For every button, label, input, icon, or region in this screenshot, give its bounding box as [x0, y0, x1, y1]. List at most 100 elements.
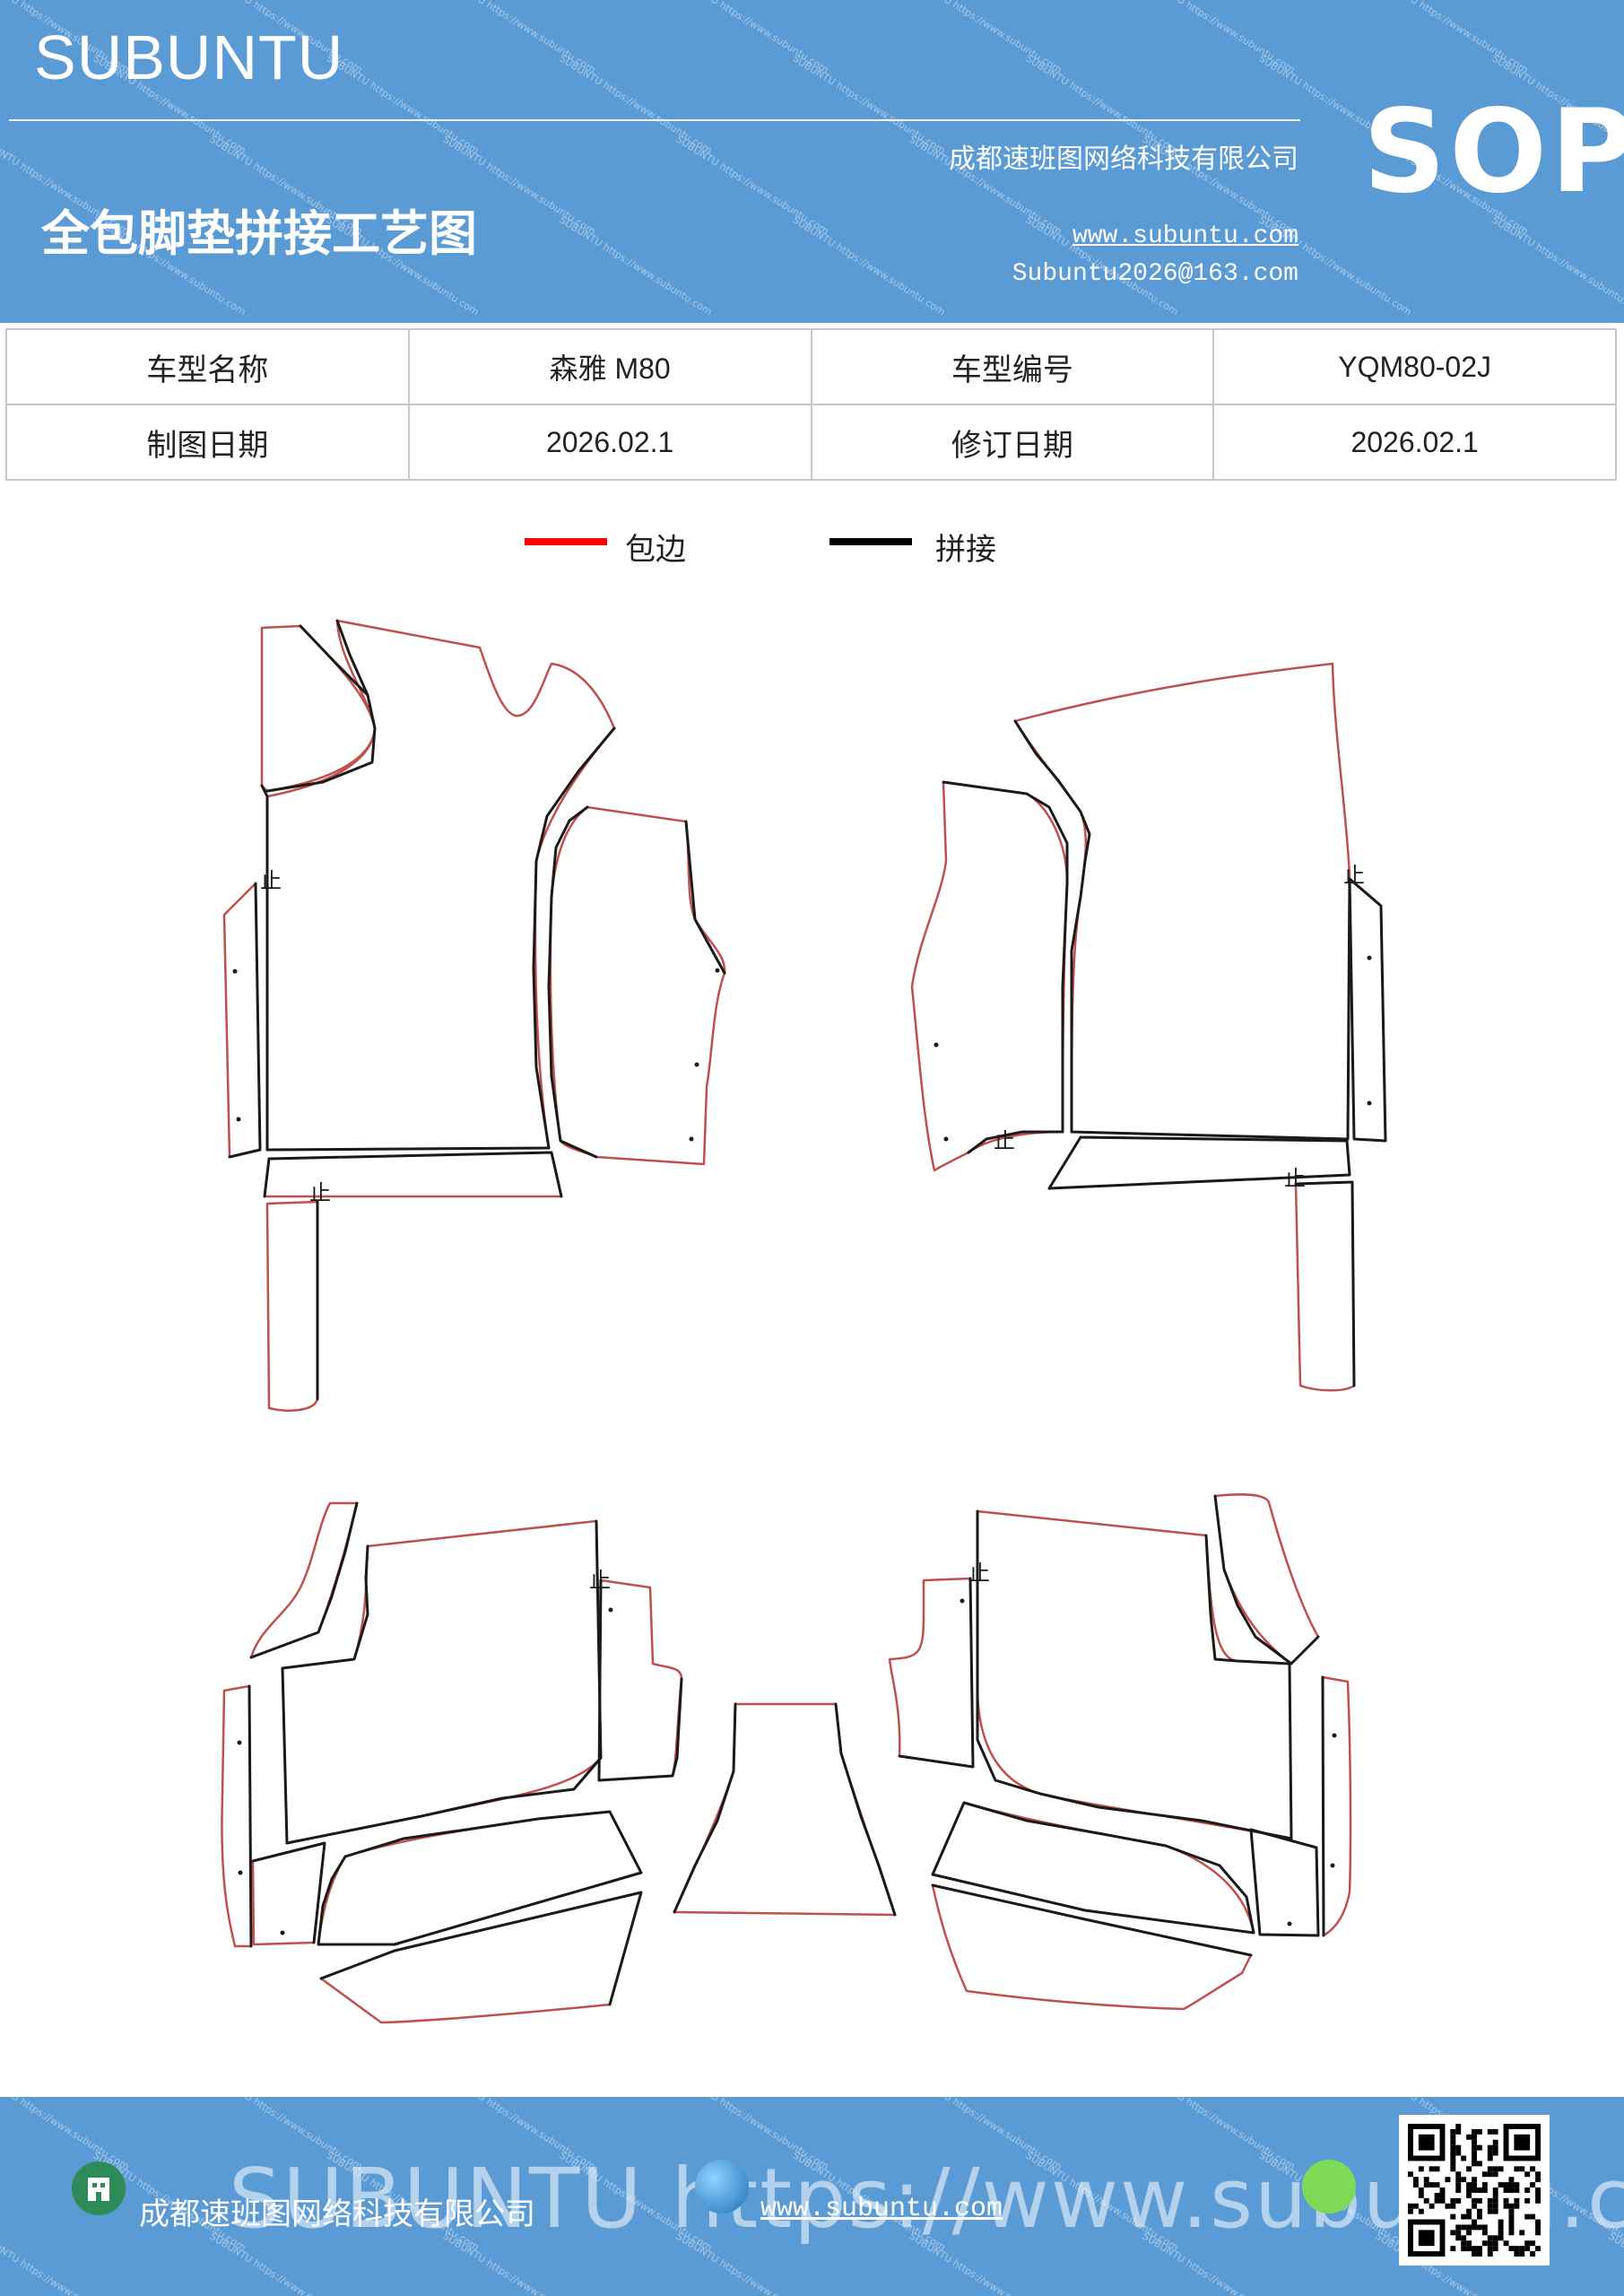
- seam-stop-mark: 止: [1284, 1166, 1306, 1191]
- alignment-dot: [1330, 1863, 1335, 1868]
- seam-line: [834, 1702, 897, 1917]
- building-icon: [72, 2161, 126, 2215]
- seam-line: [684, 820, 726, 975]
- company-name: 成都速班图网络科技有限公司: [949, 144, 1298, 175]
- seam-stop-mark: 止: [309, 1180, 331, 1205]
- seam-line: [898, 1577, 975, 1769]
- pattern-piece: [1321, 1675, 1352, 1937]
- draw-date-value: 2026.02.1: [407, 404, 812, 481]
- header-divider: [9, 119, 1300, 121]
- seam-line: [931, 1801, 1255, 1935]
- page-title: 全包脚垫拼接工艺图: [41, 205, 477, 262]
- seam-line: [1321, 1675, 1325, 1937]
- pattern-piece: [221, 1684, 253, 1948]
- seam-line: [1249, 1828, 1320, 1937]
- pattern-piece: [931, 1883, 1253, 2011]
- draw-date-label: 制图日期: [5, 404, 410, 481]
- watermark-text: SUBUNTU https://www.subuntu.com: [0, 2230, 132, 2296]
- seam-line: [228, 882, 262, 1159]
- seam-line: [1294, 1180, 1356, 1387]
- pattern-piece: [888, 1577, 975, 1769]
- seam-line: [263, 1157, 271, 1198]
- model-code-label: 车型编号: [810, 328, 1215, 405]
- seam-line: [265, 624, 377, 793]
- seam-line: [319, 1949, 396, 1980]
- seam-line: [1047, 1135, 1351, 1190]
- email-address: Subuntu2026@163.com: [1012, 260, 1298, 288]
- seam-line: [317, 1810, 643, 1946]
- pattern-piece: [222, 882, 262, 1159]
- seam-line: [267, 1151, 563, 1198]
- legend-edge: 包边: [525, 525, 704, 570]
- footer-website-link[interactable]: www.subuntu.com: [760, 2194, 1003, 2224]
- pattern-piece: [910, 780, 1069, 1172]
- qr-code: [1399, 2115, 1550, 2266]
- seam-line: [335, 619, 369, 697]
- seam-line: [597, 1578, 683, 1782]
- pattern-piece: [260, 624, 377, 793]
- alignment-dots: [232, 955, 1372, 1935]
- floor-mat-pattern-drawing: 止 止 止 止 止 止 止: [221, 619, 1387, 2024]
- seam-line: [942, 780, 1069, 1154]
- pattern-piece: [265, 1200, 319, 1412]
- seam-line: [1213, 1494, 1320, 1665]
- seam-line: [248, 1684, 253, 1948]
- seam-line: [1348, 877, 1387, 1143]
- legend-swatch-seam: [829, 538, 912, 545]
- pattern-piece: [1213, 1493, 1320, 1665]
- seam-stop-mark: 止: [260, 868, 282, 893]
- alignment-dot: [280, 1930, 285, 1935]
- alignment-dot: [694, 1062, 699, 1067]
- footer-company-name: 成都速班图网络科技有限公司: [139, 2196, 535, 2232]
- vehicle-info-table: 车型名称 森雅 M80 车型编号 YQM80-02J 制图日期 2026.02.…: [5, 328, 1617, 481]
- alignment-dot: [1332, 1733, 1337, 1738]
- seam-line: [1013, 719, 1351, 1141]
- alignment-dot: [608, 1607, 613, 1613]
- pattern-piece: [281, 1519, 603, 1845]
- alignment-dot: [237, 1740, 242, 1745]
- seam-stop-mark: 止: [589, 1568, 611, 1593]
- seam-line: [265, 1146, 551, 1152]
- alignment-dot: [943, 1136, 949, 1142]
- pattern-piece: [673, 1702, 897, 1917]
- model-name-value: 森雅 M80: [407, 328, 812, 405]
- seam-line: [547, 805, 598, 1159]
- alignment-dot: [236, 1117, 241, 1122]
- model-name-label: 车型名称: [5, 328, 410, 405]
- seam-line: [260, 784, 269, 1152]
- pattern-piece: [319, 1891, 643, 2024]
- legend-label-edge: 包边: [625, 532, 686, 568]
- model-code-value: YQM80-02J: [1212, 328, 1617, 405]
- seam-line: [673, 1702, 737, 1914]
- alignment-dot: [1367, 1100, 1372, 1106]
- alignment-dot: [1367, 955, 1372, 961]
- pattern-piece: [249, 1501, 359, 1659]
- seam-line: [931, 1883, 1253, 1957]
- revise-date-label: 修订日期: [810, 404, 1215, 481]
- seam-stop-mark: 止: [968, 1561, 990, 1586]
- pattern-piece: [549, 805, 726, 1166]
- alignment-dot: [232, 969, 238, 974]
- alignment-dot: [715, 968, 720, 973]
- legend-swatch-edge: [525, 538, 607, 545]
- seam-line: [393, 1891, 643, 2006]
- table-row: 制图日期 2026.02.1 修订日期 2026.02.1: [5, 404, 1617, 481]
- seam-line: [532, 726, 616, 1150]
- alignment-dot: [1287, 1921, 1292, 1926]
- website-link[interactable]: www.subuntu.com: [1072, 222, 1298, 250]
- pattern-piece: [317, 1810, 643, 1946]
- footer-watermark-overlay: SUBUNTU https://www.subuntu.com: [229, 2151, 1624, 2247]
- alignment-dot: [960, 1598, 965, 1604]
- revise-date-value: 2026.02.1: [1212, 404, 1617, 481]
- seam-stop-mark: 止: [994, 1128, 1015, 1153]
- globe-icon: [695, 2160, 749, 2213]
- seam-line: [249, 1501, 359, 1659]
- seam-stop-mark: 止: [1343, 863, 1365, 888]
- wechat-icon: [1302, 2160, 1356, 2213]
- pattern-piece: [1294, 1180, 1356, 1392]
- legend-label-seam: 拼接: [935, 532, 996, 568]
- seam-line: [976, 1509, 1293, 1840]
- alignment-dot: [238, 1870, 243, 1875]
